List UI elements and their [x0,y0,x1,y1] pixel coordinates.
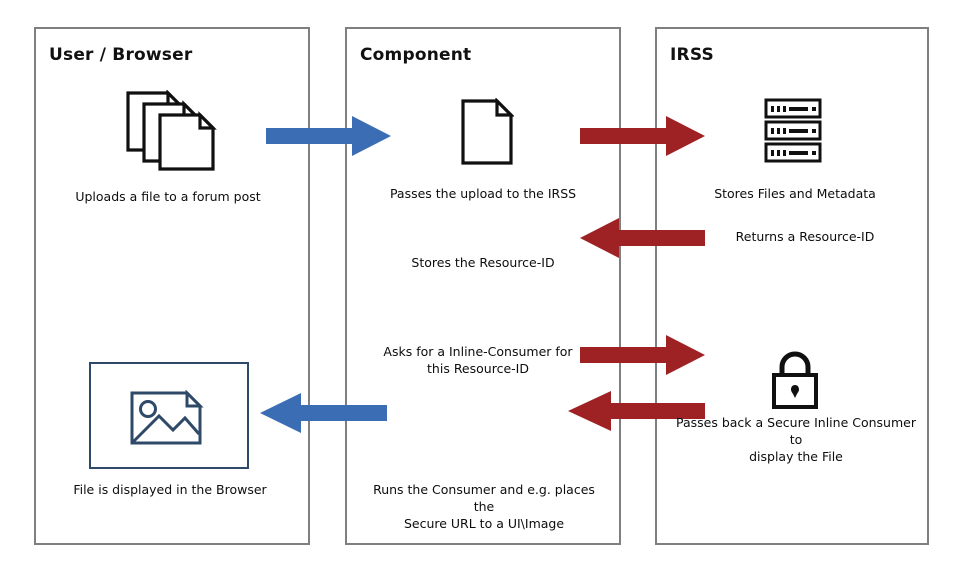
browser-image-frame [89,362,249,469]
lane-title-component: Component [360,45,472,65]
arrow-upload-to-component [266,114,392,158]
caption-asks-inline-consumer: Asks for a Inline-Consumer for this Reso… [383,344,573,376]
caption-file-displayed: File is displayed in the Browser [73,482,267,497]
caption-uploads-file: Uploads a file to a forum post [75,189,261,204]
caption-runs-consumer: Runs the Consumer and e.g. places the Se… [373,482,595,531]
caption-passes-upload: Passes the upload to the IRSS [389,186,577,201]
arrow-render-in-browser [260,391,388,435]
caption-stores-files: Stores Files and Metadata [714,186,876,201]
caption-stores-resource-id: Stores the Resource-ID [411,255,555,270]
arrow-return-inline-consumer [568,389,706,433]
image-placeholder-icon [129,389,209,446]
lane-title-irss: IRSS [670,45,714,65]
documents-stack-icon [124,89,220,172]
caption-returns-resource-id: Returns a Resource-ID [735,229,875,244]
server-rack-icon [763,97,823,165]
lock-icon [767,349,823,411]
lane-title-user-browser: User / Browser [49,45,193,65]
caption-passes-back-consumer: Passes back a Secure Inline Consumer to … [676,415,916,464]
arrow-ask-inline-consumer [580,333,706,377]
arrow-component-to-irss [580,114,706,158]
arrow-irss-returns-resource-id [580,216,706,260]
document-icon [460,97,515,166]
